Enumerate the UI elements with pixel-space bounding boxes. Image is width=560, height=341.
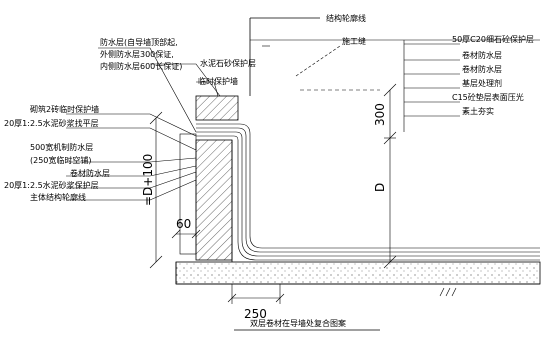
label-structure-outline: 结构轮廓线 bbox=[326, 13, 366, 23]
label-temp-wall: 临时保护墙 bbox=[198, 76, 238, 86]
label-waterproof-note-3: 内侧防水层600长保证) bbox=[100, 61, 182, 71]
concrete-slab bbox=[175, 261, 541, 285]
temporary-protective-wall-top bbox=[195, 95, 239, 121]
label-coil-layer: 卷材防水层 bbox=[70, 168, 110, 178]
label-mortar-protect: 20厚1:2.5水泥砂浆保护层 bbox=[4, 180, 99, 190]
label-mortar-layer: 20厚1:2.5水泥砂浆找平层 bbox=[4, 118, 99, 128]
label-waterproof-note-2: 外侧防水层300保证, bbox=[100, 49, 174, 59]
right-label-5: 素土夯实 bbox=[462, 106, 494, 116]
left-leader-lines bbox=[66, 47, 197, 201]
right-leader-lines bbox=[403, 40, 460, 132]
label-construction-joint: 施工缝 bbox=[342, 36, 366, 46]
right-label-1: 卷材防水层 bbox=[462, 50, 502, 60]
ground-hatch bbox=[439, 287, 457, 297]
dimension-60: 60 bbox=[176, 217, 191, 231]
membrane-layers bbox=[196, 123, 540, 262]
label-brick-wall: 砌筑2砖临时保护墙 bbox=[30, 104, 99, 114]
brick-wall-cap bbox=[179, 133, 197, 255]
brick-wall bbox=[195, 139, 233, 261]
drawing-title: 双层卷材在导墙处复合图案 bbox=[250, 318, 346, 328]
right-label-2: 卷材防水层 bbox=[462, 64, 502, 74]
label-structure-line: 主体结构轮廓线 bbox=[30, 192, 86, 202]
dimension-300: 300 bbox=[373, 103, 387, 126]
dimension-d: D bbox=[373, 183, 387, 192]
right-label-0: 50厚C20细石砼保护层 bbox=[452, 34, 534, 44]
label-cement-protect: 水泥石砂保护层 bbox=[200, 58, 256, 68]
right-label-3: 基层处理剂 bbox=[462, 78, 502, 88]
dimension-d-plus-100: =D+100 bbox=[141, 154, 155, 206]
label-waterproof-note-1: 防水层(自导墙顶部起, bbox=[100, 37, 178, 47]
right-label-4: C15砼垫层表面压光 bbox=[452, 92, 524, 102]
structure-outline bbox=[249, 17, 540, 96]
label-brick-spec-1: 500宽机制防水层 bbox=[30, 142, 93, 152]
dimension-250: 250 bbox=[244, 307, 267, 321]
label-brick-spec-2: (250宽临时空铺) bbox=[30, 155, 92, 165]
